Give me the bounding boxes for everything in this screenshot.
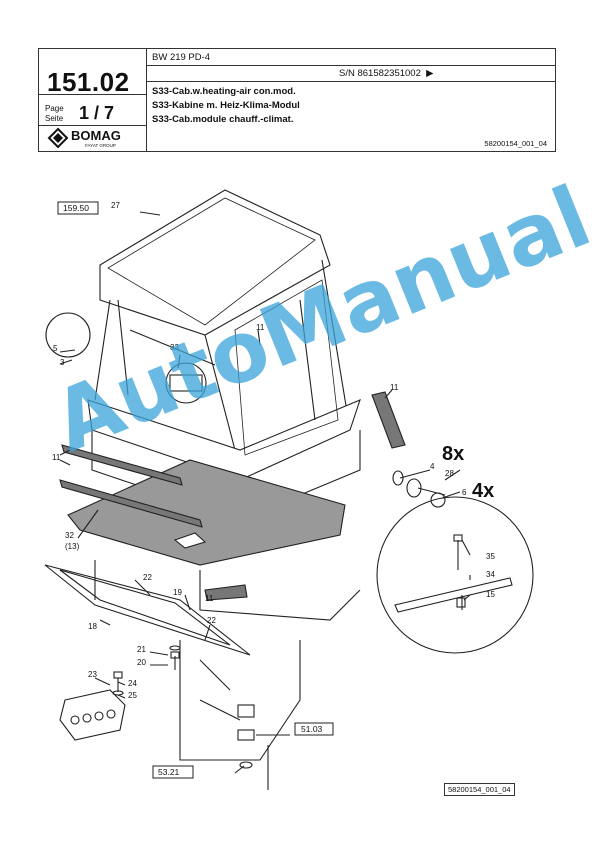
svg-text:28: 28 [445, 469, 454, 478]
svg-text:11: 11 [256, 323, 265, 332]
svg-text:22: 22 [143, 573, 152, 582]
svg-text:11: 11 [52, 453, 61, 462]
svg-text:51.03: 51.03 [301, 724, 323, 734]
model: BW 219 PD-4 [152, 52, 211, 63]
svg-text:11: 11 [205, 594, 214, 603]
svg-text:35: 35 [486, 552, 495, 561]
brand-sub: FAYAT GROUP [85, 143, 116, 148]
svg-text:19: 19 [173, 588, 182, 597]
ref-boxes: 159.50 51.03 53.21 [57, 201, 334, 779]
svg-text:27: 27 [111, 201, 120, 210]
svg-text:21: 21 [137, 645, 146, 654]
svg-text:32: 32 [65, 531, 74, 540]
exploded-parts-drawing: 159.50 51.03 53.21 27 33 11 11 11 11 5 3… [44, 189, 534, 790]
svg-text:4: 4 [430, 462, 435, 471]
serial-number: S/N 861582351002 ▶ [339, 68, 434, 79]
svg-text:23: 23 [88, 670, 97, 679]
svg-text:25: 25 [128, 691, 137, 700]
svg-text:(13): (13) [65, 542, 80, 551]
svg-text:15: 15 [486, 590, 495, 599]
svg-text:11: 11 [390, 383, 399, 392]
page-label: Page Seite [45, 104, 64, 123]
bomag-logo: BOMAG FAYAT GROUP [45, 127, 141, 149]
svg-text:20: 20 [137, 658, 146, 667]
svg-text:24: 24 [128, 679, 137, 688]
svg-text:34: 34 [486, 570, 495, 579]
svg-text:18: 18 [88, 622, 97, 631]
doc-id: 58200154_001_04 [484, 139, 547, 148]
page-of: 1 / 7 [79, 103, 115, 123]
divider [39, 125, 146, 126]
divider [146, 81, 556, 82]
divider [146, 49, 147, 152]
divider [39, 94, 146, 95]
title-en: S33-Cab.w.heating-air con.mod. [152, 86, 296, 97]
svg-text:8x: 8x [442, 443, 464, 465]
svg-text:22: 22 [207, 616, 216, 625]
svg-text:3: 3 [60, 358, 65, 367]
divider [146, 65, 556, 66]
multipliers: 8x 4x [442, 443, 494, 502]
svg-text:33: 33 [170, 343, 179, 352]
svg-text:6: 6 [462, 488, 467, 497]
title-block: 151.02 Page Seite 1 / 7 BOMAG FAYAT GROU… [38, 48, 556, 152]
cab-outline [44, 189, 534, 790]
svg-text:4x: 4x [472, 480, 494, 502]
callout-numbers: 27 33 11 11 11 11 5 3 4 28 6 32 (13) 22 … [52, 201, 495, 700]
title-fr: S33-Cab.module chauff.-climat. [152, 114, 294, 125]
brand-name: BOMAG [71, 128, 121, 143]
svg-text:159.50: 159.50 [63, 203, 89, 213]
page-number: 151.02 [47, 67, 130, 97]
svg-text:53.21: 53.21 [158, 767, 180, 777]
drawing-id: 58200154_001_04 [444, 783, 515, 796]
svg-text:5: 5 [53, 344, 58, 353]
title-de: S33-Kabine m. Heiz-Klima-Modul [152, 100, 300, 111]
